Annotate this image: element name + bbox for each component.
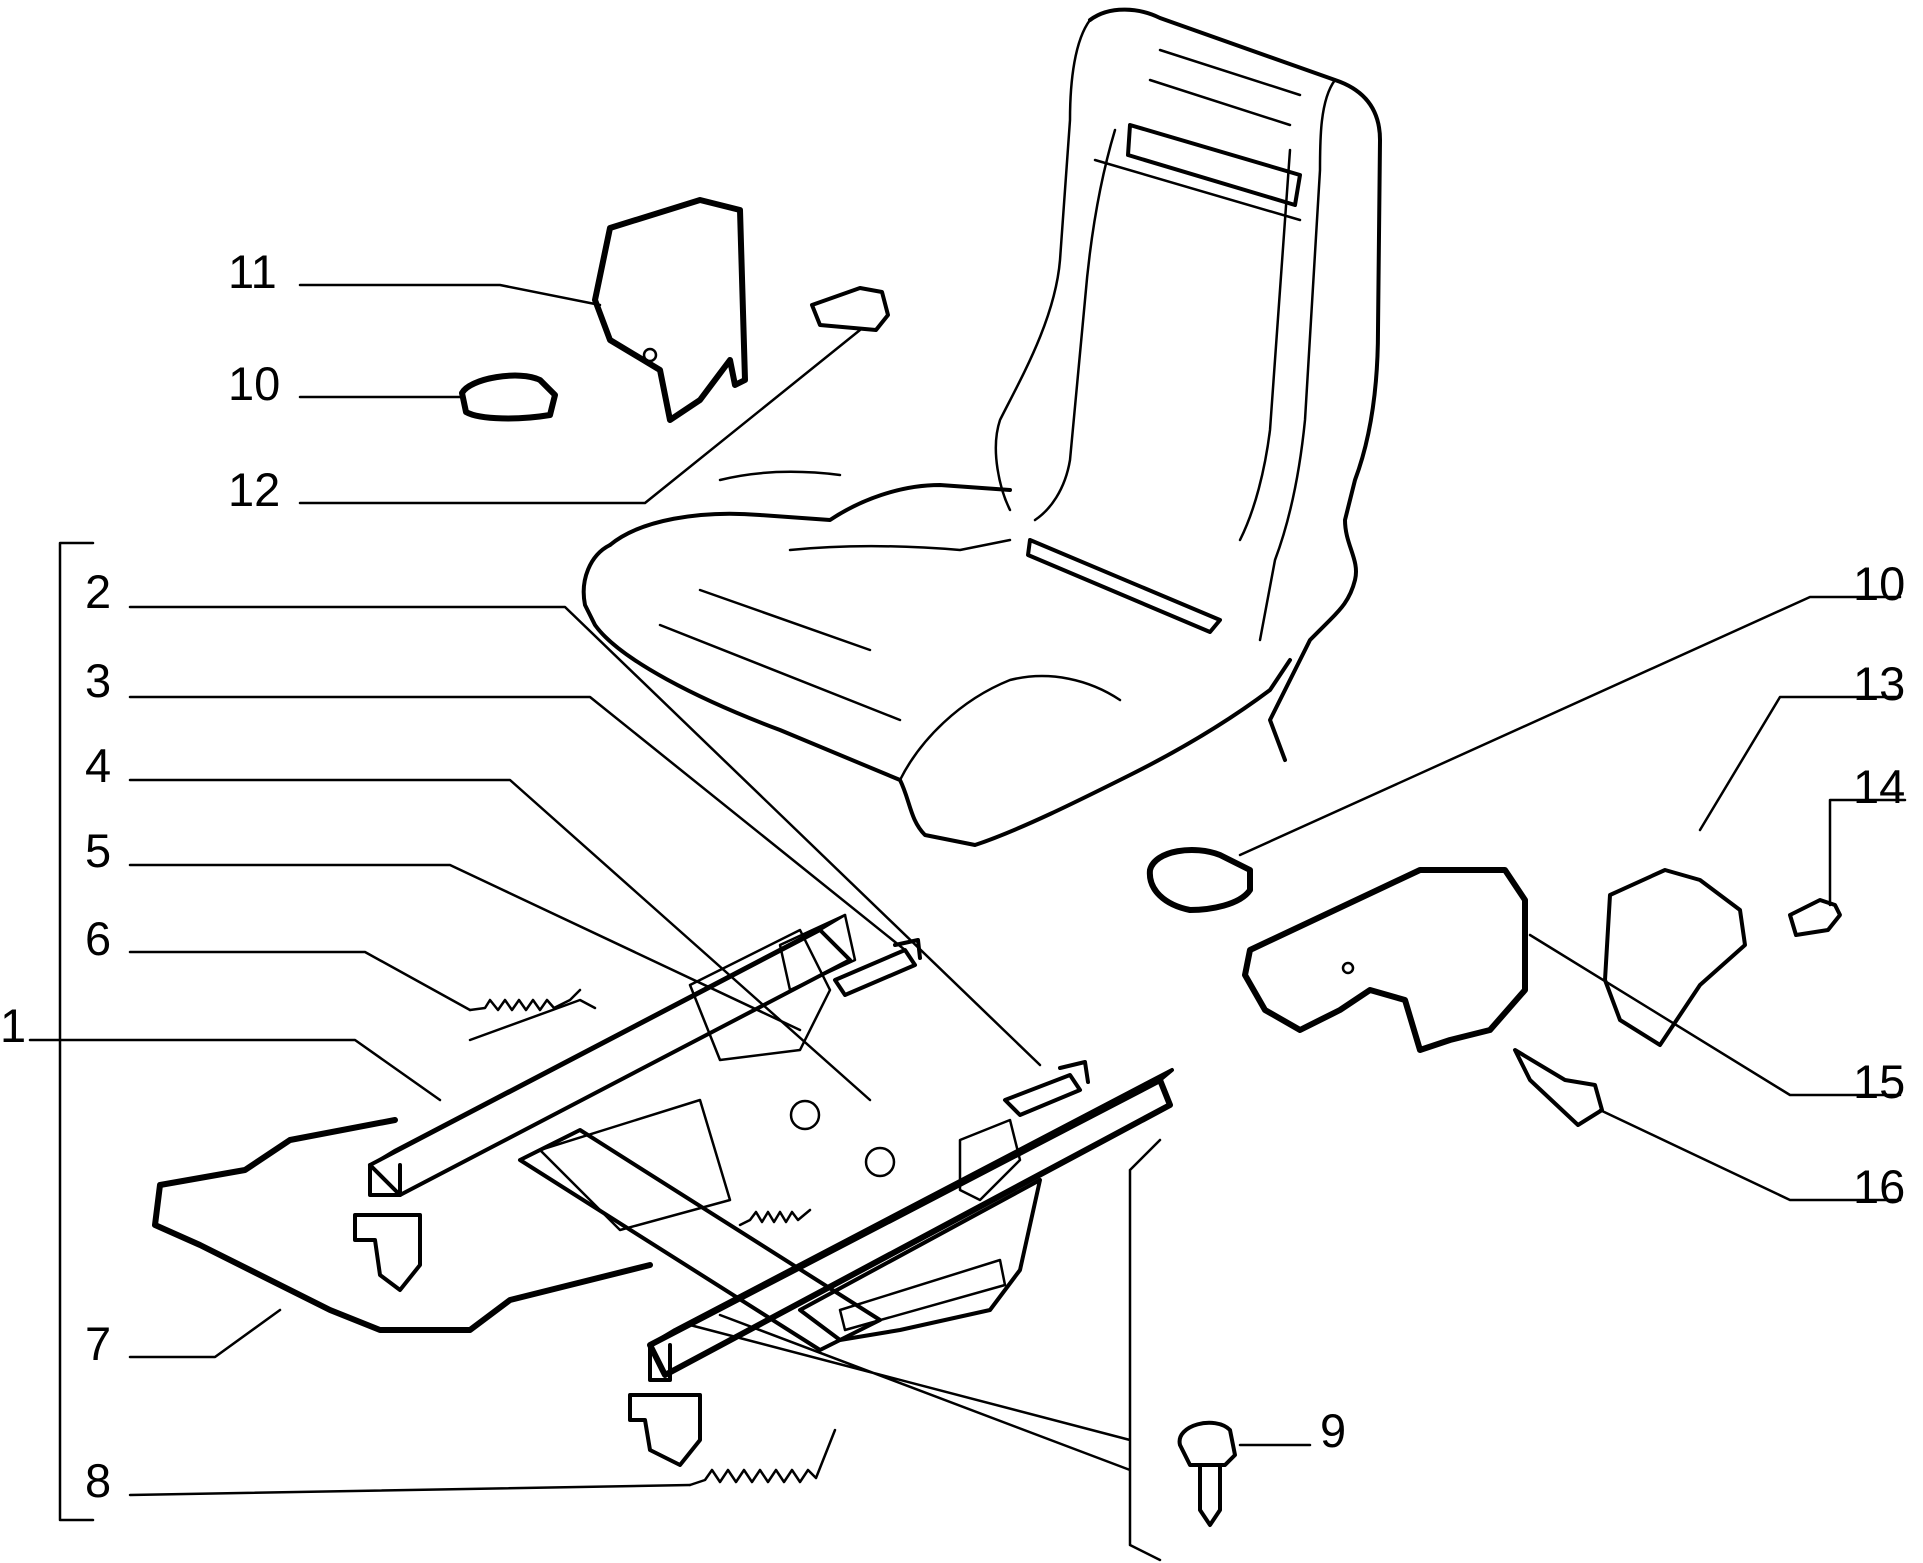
group-1-bracket (58, 541, 95, 1522)
part-10-cap-upper (459, 372, 558, 422)
small-parts (152, 197, 1842, 1527)
part-2-latch-lever (1003, 1060, 1090, 1117)
right-rail-foot (628, 1393, 702, 1467)
leader-3 (128, 695, 907, 952)
seat-backrest-outline (1088, 7, 1382, 762)
leader-10-right (1238, 595, 1902, 857)
seat-cushion-top (608, 483, 1012, 547)
pivot-hole-left (789, 1099, 821, 1131)
label-3: 3 (85, 654, 111, 707)
right-rail (647, 1077, 1173, 1378)
part-9-screw (1177, 1420, 1237, 1527)
label-2: 2 (85, 565, 111, 618)
leader-15 (1528, 933, 1902, 1097)
part-3-latch-lever (833, 938, 922, 997)
label-8: 8 (85, 1454, 111, 1507)
label-1: 1 (0, 999, 26, 1052)
left-rail-end (368, 1163, 402, 1197)
seat-cushion-outline (581, 543, 1292, 847)
leader-11 (298, 283, 602, 307)
leader-14 (1828, 798, 1907, 907)
part-11-cover (592, 197, 748, 423)
seat-cushion-side (898, 674, 1122, 782)
part-7-wire-rod (152, 1117, 653, 1333)
right-side-plate-slots (838, 1258, 1007, 1332)
label-4: 4 (85, 739, 111, 792)
seat-backrest-inner-right (1258, 78, 1337, 642)
seat-frame (353, 913, 1174, 1467)
label-5: 5 (85, 824, 111, 877)
recliner-tube (778, 913, 857, 992)
part-12-screw (810, 286, 890, 332)
part-15-side-cover (1242, 867, 1528, 1053)
seat-backrest-bolster-right (1238, 148, 1292, 542)
left-rail-foot (353, 1213, 422, 1292)
right-rail-end (648, 1343, 672, 1382)
label-15: 15 (1853, 1055, 1905, 1108)
leader-lines (28, 283, 1907, 1562)
leader-16 (1598, 1108, 1902, 1202)
hinge-bracket (958, 1118, 1022, 1202)
pivot-hole-right (864, 1146, 896, 1178)
leader-9-ref (688, 1138, 1162, 1562)
part-16-screw (1513, 1048, 1604, 1127)
seat-cushion-strap (1026, 538, 1222, 634)
right-rail-top (648, 1068, 1174, 1347)
part-11-hole (642, 347, 658, 363)
leader-2 (128, 605, 1042, 1067)
seat-backrest-bolster-left (1033, 128, 1117, 522)
part-6-spring-rod (468, 998, 597, 1042)
label-14: 14 (1853, 760, 1905, 813)
seat-backrest-strap (1126, 123, 1302, 207)
leader-6 (128, 950, 472, 1012)
callout-labels: 1 2 3 4 5 6 7 8 9 10 10 11 12 13 14 15 1… (0, 245, 1905, 1507)
part-15-hole (1341, 961, 1355, 975)
leader-5 (128, 863, 802, 1032)
part-14-screw (1788, 898, 1842, 937)
label-6: 6 (85, 912, 111, 965)
label-7: 7 (85, 1317, 111, 1370)
center-spring (738, 1208, 812, 1227)
part-10-cap-right (1146, 847, 1253, 913)
label-10-upper: 10 (228, 357, 280, 410)
left-rail-top (368, 913, 847, 1167)
seat-cushion-front-panel (658, 470, 902, 722)
center-slotted-plate (538, 1098, 732, 1232)
label-16: 16 (1853, 1160, 1905, 1213)
seat-cushion-seam (788, 538, 1012, 552)
seat-backrest-inner-left (994, 18, 1092, 512)
leader-13 (1698, 695, 1902, 832)
part-8-spring (688, 1428, 837, 1487)
leader-7 (128, 1308, 282, 1359)
label-12: 12 (228, 463, 280, 516)
leader-12 (298, 328, 862, 505)
label-11: 11 (228, 245, 277, 298)
label-9: 9 (1320, 1404, 1346, 1457)
leader-1 (28, 1038, 442, 1102)
seat-assembly (581, 7, 1382, 847)
label-13: 13 (1853, 657, 1905, 710)
leader-4 (128, 778, 872, 1102)
part-13-bracket (1603, 868, 1747, 1047)
recliner-bracket (688, 928, 832, 1062)
leader-8 (128, 1483, 692, 1497)
seat-backrest-stitch (1093, 48, 1302, 222)
part-6-spring (468, 988, 582, 1012)
cross-member-front (518, 1128, 882, 1352)
left-rail (368, 928, 852, 1197)
label-10-right: 10 (1853, 557, 1905, 610)
